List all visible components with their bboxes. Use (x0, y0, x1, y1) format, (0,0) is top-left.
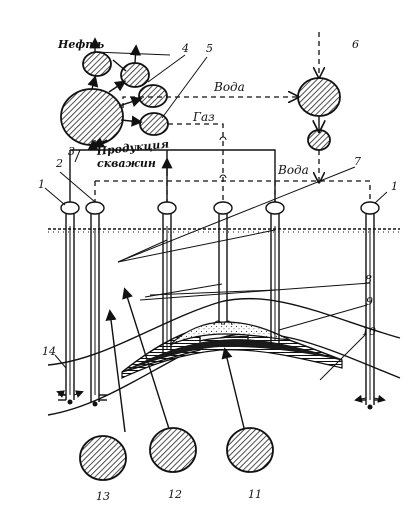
ground-surface (48, 228, 400, 233)
num-7: 7 (354, 155, 361, 168)
driver-13 (79, 435, 127, 481)
water-pump (307, 129, 331, 151)
separator-3 (60, 88, 124, 146)
num-1-right: 1 (391, 180, 398, 193)
pointer-lines (44, 51, 388, 433)
well-middle-right (265, 201, 285, 345)
num-1-left: 1 (38, 178, 45, 191)
oil-tank (82, 51, 112, 77)
num-12: 12 (168, 488, 182, 501)
gas-cap-8 (169, 321, 291, 346)
water-treatment-6 (297, 77, 341, 117)
num-9: 9 (366, 295, 373, 308)
surface-facilities (60, 32, 371, 208)
label-water-top: Вода (213, 80, 245, 94)
label-gas: Газ (192, 110, 215, 124)
well-left-2 (85, 201, 105, 407)
driver-12 (149, 427, 197, 473)
driver-11 (226, 427, 274, 473)
num-5: 5 (206, 42, 213, 55)
num-10: 10 (362, 325, 376, 338)
num-3: 3 (68, 145, 75, 158)
well-right (354, 201, 386, 410)
well-center (213, 201, 233, 326)
oil-band (122, 339, 342, 372)
well-middle-left (157, 201, 177, 355)
label-oil: Нефть (57, 38, 104, 51)
num-4: 4 (181, 42, 189, 55)
label-water-mid: Вода (277, 163, 309, 177)
num-13: 13 (96, 490, 110, 503)
perforations-left (58, 394, 382, 401)
num-2: 2 (55, 157, 63, 170)
well-left (56, 201, 84, 405)
tank-4a (120, 62, 150, 88)
tank-4b (138, 84, 168, 108)
num-14: 14 (42, 345, 56, 358)
num-6: 6 (352, 38, 359, 51)
reservoir (47, 297, 401, 416)
num-11: 11 (248, 488, 262, 501)
label-wells: скважин (97, 157, 156, 170)
wells (56, 201, 386, 410)
drivers (79, 427, 274, 481)
num-8: 8 (365, 273, 372, 286)
